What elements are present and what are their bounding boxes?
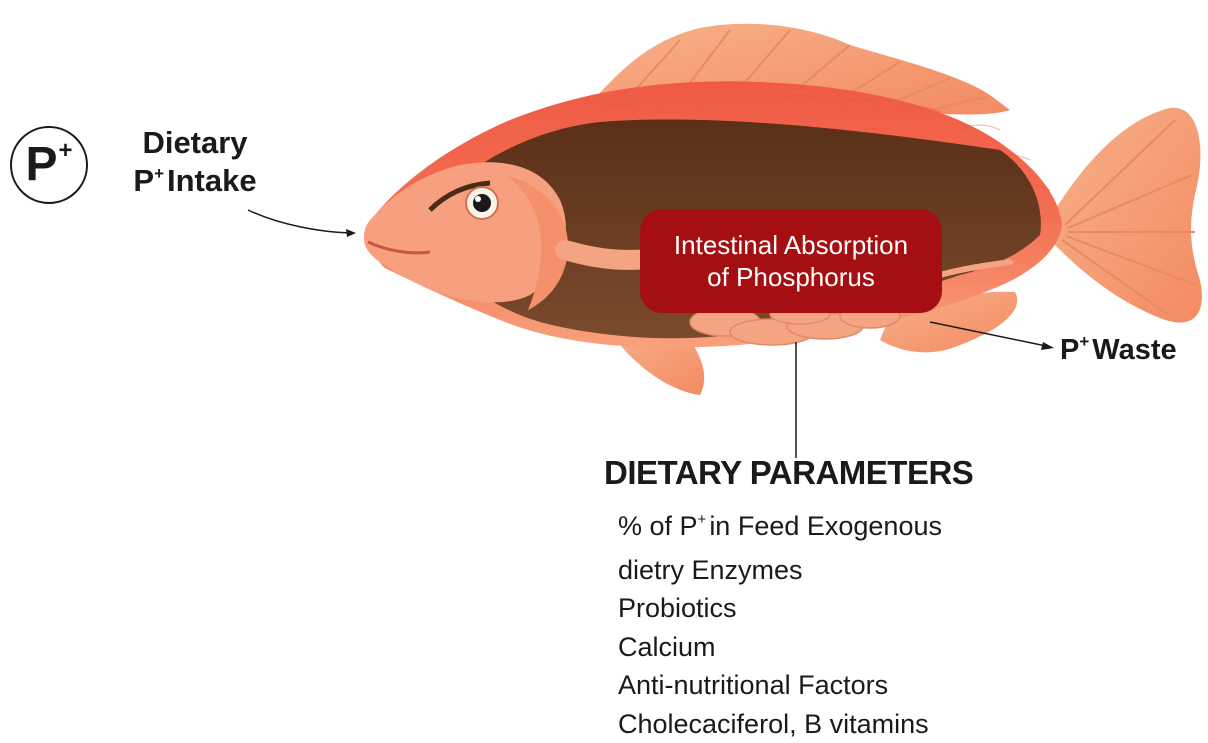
parameter-item: Probiotics: [618, 589, 942, 628]
intake-arrow: [248, 210, 350, 233]
parameter-item: dietry Enzymes: [618, 551, 942, 590]
parameter-suffix: in Feed Exogenous: [709, 511, 942, 541]
phosphorus-badge: P+: [10, 126, 88, 204]
tail-fin: [1055, 108, 1202, 323]
intake-superscript: +: [154, 164, 164, 183]
intestinal-absorption-box: Intestinal Absorption of Phosphorus: [640, 209, 942, 313]
parameters-list: % of P+in Feed Exogenous dietry Enzymes …: [618, 507, 942, 743]
parameter-superscript: +: [698, 511, 707, 528]
parameter-prefix: % of P: [618, 511, 698, 541]
badge-symbol: P: [25, 141, 57, 189]
waste-symbol: P: [1060, 334, 1079, 366]
parameter-item: Calcium: [618, 628, 942, 667]
parameter-item-feed: % of P+in Feed Exogenous: [618, 507, 942, 551]
parameter-item: Cholecaciferol, B vitamins: [618, 705, 942, 743]
intake-symbol: P: [133, 163, 154, 198]
absorption-line-2: of Phosphorus: [640, 261, 942, 293]
intake-text: Intake: [167, 163, 257, 198]
parameters-title: DIETARY PARAMETERS: [604, 454, 973, 492]
intake-line-1: Dietary: [110, 124, 280, 162]
waste-label: P+Waste: [1060, 334, 1177, 367]
parameter-item: Anti-nutritional Factors: [618, 666, 942, 705]
waste-superscript: +: [1079, 332, 1089, 351]
absorption-line-1: Intestinal Absorption: [640, 229, 942, 261]
badge-superscript: +: [59, 139, 73, 163]
waste-text: Waste: [1092, 334, 1176, 366]
fish-head: [364, 162, 566, 302]
intake-arrowhead: [346, 229, 356, 237]
dietary-intake-label: Dietary P+Intake: [110, 124, 280, 205]
waste-arrowhead: [1041, 342, 1054, 350]
intake-line-2: P+Intake: [110, 162, 280, 205]
